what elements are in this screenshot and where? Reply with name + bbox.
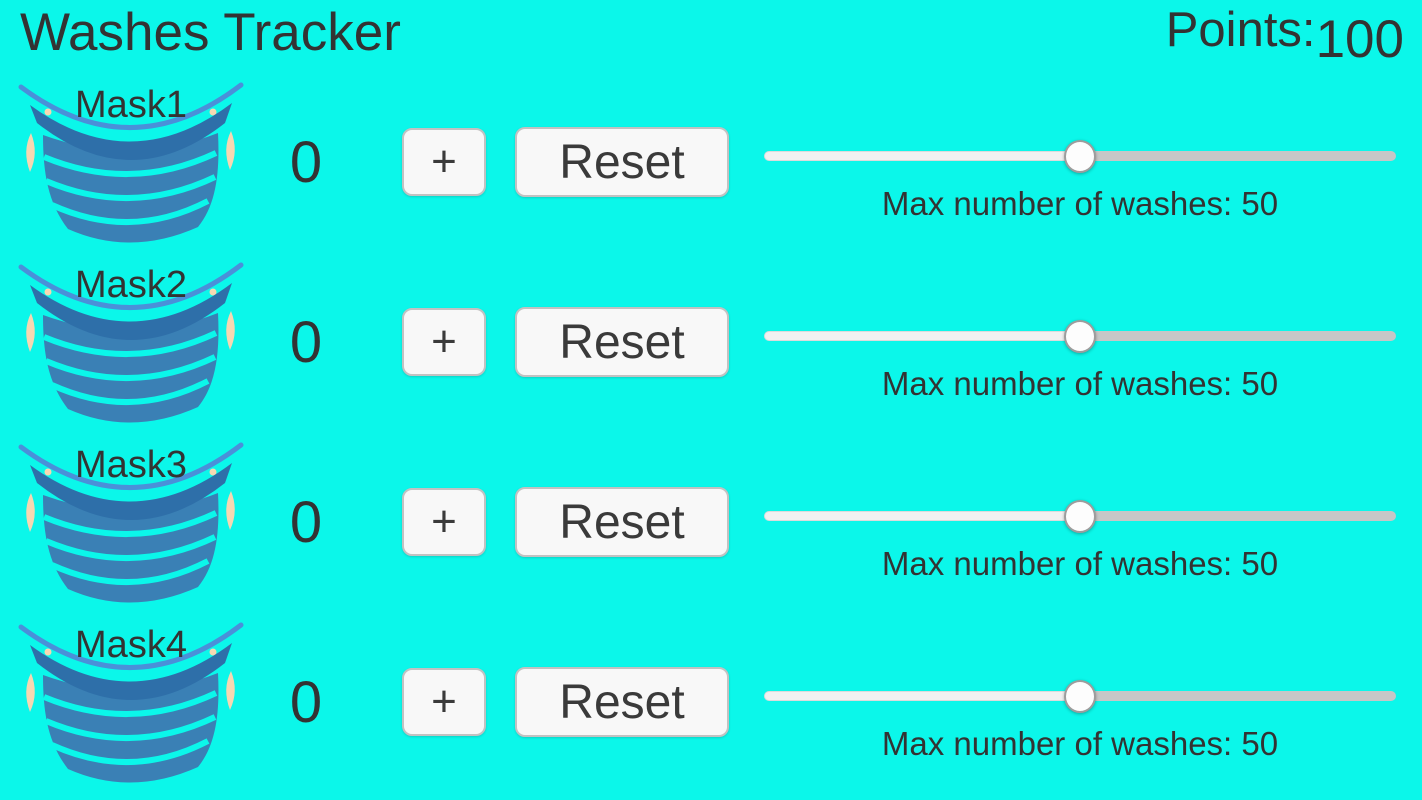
mask-image: Mask2 — [16, 261, 246, 431]
slider-thumb[interactable] — [1064, 320, 1096, 353]
slider-track-empty[interactable] — [1080, 151, 1396, 161]
app-title: Washes Tracker — [20, 3, 401, 62]
mask-label: Mask4 — [75, 624, 187, 666]
slider-thumb[interactable] — [1064, 500, 1096, 533]
slider-track-filled[interactable] — [764, 331, 1080, 341]
max-washes-slider[interactable] — [764, 680, 1396, 713]
max-washes-label: Max number of washes: 50 — [881, 185, 1279, 222]
points-display: Points: 100 — [1165, 3, 1404, 69]
mask-row: Mask1 0 + Reset Max number of washes: 50 — [0, 78, 1422, 258]
increment-button[interactable]: + — [402, 668, 486, 736]
mask-row: Mask2 0 + Reset Max number of washes: 50 — [0, 258, 1422, 438]
wash-count: 0 — [289, 489, 323, 555]
slider-track-filled[interactable] — [764, 511, 1080, 521]
increment-button[interactable]: + — [402, 308, 486, 376]
slider-track-empty[interactable] — [1080, 691, 1396, 701]
slider-thumb[interactable] — [1064, 680, 1096, 713]
reset-button[interactable]: Reset — [515, 307, 729, 377]
max-washes-control: Max number of washes: 50 — [764, 680, 1396, 763]
header: Washes Tracker Points: 100 — [0, 0, 1422, 78]
max-washes-label: Max number of washes: 50 — [881, 545, 1279, 582]
mask-label: Mask3 — [75, 444, 187, 486]
wash-count: 0 — [289, 129, 323, 195]
max-washes-slider[interactable] — [764, 500, 1396, 533]
max-washes-slider[interactable] — [764, 140, 1396, 173]
max-washes-control: Max number of washes: 50 — [764, 140, 1396, 223]
slider-thumb[interactable] — [1064, 140, 1096, 173]
slider-track-empty[interactable] — [1080, 511, 1396, 521]
max-washes-control: Max number of washes: 50 — [764, 500, 1396, 583]
max-washes-control: Max number of washes: 50 — [764, 320, 1396, 403]
increment-button[interactable]: + — [402, 488, 486, 556]
mask-row: Mask3 0 + Reset Max number of washes: 50 — [0, 438, 1422, 618]
reset-button[interactable]: Reset — [515, 667, 729, 737]
increment-button[interactable]: + — [402, 128, 486, 196]
slider-track-empty[interactable] — [1080, 331, 1396, 341]
mask-label: Mask1 — [75, 84, 187, 126]
max-washes-slider[interactable] — [764, 320, 1396, 353]
wash-count: 0 — [289, 309, 323, 375]
mask-image: Mask3 — [16, 441, 246, 611]
mask-image: Mask1 — [16, 81, 246, 251]
max-washes-label: Max number of washes: 50 — [881, 365, 1279, 402]
points-label: Points: — [1165, 3, 1316, 57]
slider-track-filled[interactable] — [764, 151, 1080, 161]
max-washes-label: Max number of washes: 50 — [881, 725, 1279, 762]
mask-image: Mask4 — [16, 621, 246, 791]
reset-button[interactable]: Reset — [515, 487, 729, 557]
reset-button[interactable]: Reset — [515, 127, 729, 197]
mask-label: Mask2 — [75, 264, 187, 306]
slider-track-filled[interactable] — [764, 691, 1080, 701]
wash-count: 0 — [289, 669, 323, 735]
mask-row: Mask4 0 + Reset Max number of washes: 50 — [0, 618, 1422, 798]
points-value: 100 — [1315, 10, 1404, 69]
